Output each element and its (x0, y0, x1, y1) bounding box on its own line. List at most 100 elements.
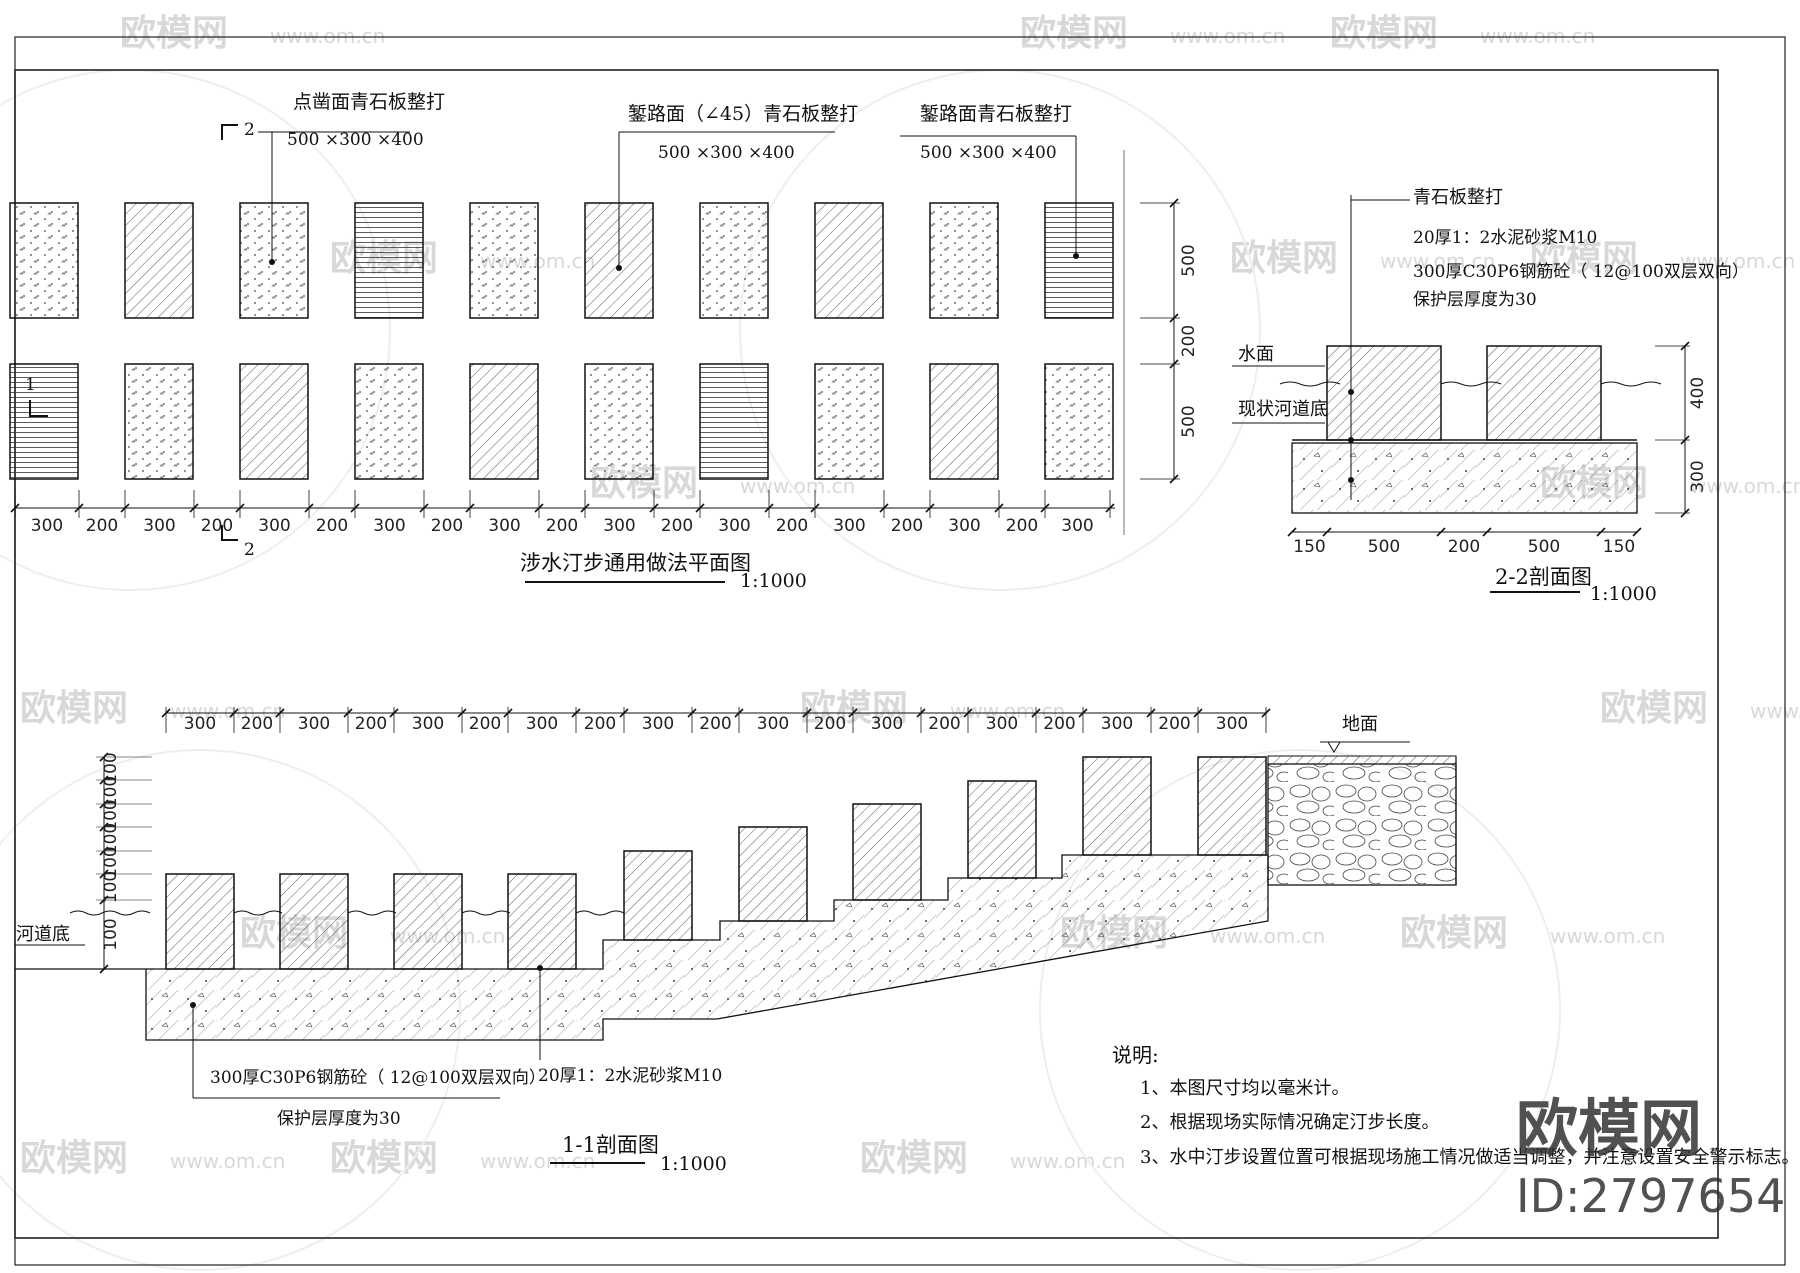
dimension-label: 300 (184, 714, 216, 734)
dimension-label: 300 (1216, 714, 1248, 734)
dimension-label: 150 (1293, 537, 1325, 557)
dimension-label: 300 (488, 516, 520, 536)
s11-scale: 1:1000 (660, 1153, 727, 1175)
paving-stone (1044, 202, 1114, 319)
stepping-stone (1197, 756, 1267, 856)
watermark-site: www.om.cn (1170, 24, 1285, 48)
dimension-label: 300 (871, 714, 903, 734)
paving-stone (124, 363, 194, 480)
s11-title: 1-1剖面图 (562, 1133, 659, 1157)
dimension-label: 100 (101, 776, 121, 808)
s22-bed-label: 现状河道底 (1238, 399, 1328, 420)
section-marker (29, 400, 48, 417)
watermark-brand: 欧模网 (1230, 238, 1338, 279)
inner-frame (14, 69, 1719, 1239)
concrete-base (1291, 442, 1638, 514)
dimension-label: 300 (1061, 516, 1093, 536)
watermark-site: www.om.cn (170, 699, 285, 723)
section-marker (221, 525, 238, 541)
notes-item-2: 2、根据现场实际情况确定汀步长度。 (1140, 1112, 1439, 1133)
paving-stone (469, 202, 539, 319)
section-mark-left: 1 (25, 375, 36, 395)
watermark-site: www.om.cn (1550, 924, 1665, 948)
s11-bed-label: 河道底 (16, 924, 70, 945)
dimension-label: 200 (1158, 714, 1190, 734)
dimension-label: 200 (776, 516, 808, 536)
brand-logo-text: 欧模网 (1516, 1092, 1702, 1165)
dimension-label: 300 (412, 714, 444, 734)
callout-diagonal-name: 錾路面（∠45）青石板整打 (628, 103, 858, 125)
dimension-label: 200 (928, 714, 960, 734)
dimension-label: 300 (833, 516, 865, 536)
dim-tick (1322, 527, 1332, 537)
watermark-brand: 欧模网 (1400, 913, 1508, 954)
watermark-brand: 欧模网 (1600, 688, 1708, 729)
paving-stone (124, 202, 194, 319)
s11-ground-label: 地面 (1342, 714, 1378, 735)
s22-note-cover: 保护层厚度为30 (1413, 290, 1537, 310)
watermark-site: www.om.cn (1680, 249, 1795, 273)
dimension-label: 200 (584, 714, 616, 734)
stepping-stone (1326, 345, 1442, 441)
dimension-label: 200 (891, 516, 923, 536)
stepping-stone (165, 873, 235, 970)
water-surface-wave (69, 910, 625, 916)
dimension-label: 100 (101, 871, 121, 903)
dimension-label: 300 (143, 516, 175, 536)
dimension-label: 300 (298, 714, 330, 734)
paving-stone (584, 363, 654, 480)
stepping-stone (738, 826, 808, 922)
stepping-stone (279, 873, 349, 970)
dimension-label: 200 (241, 714, 273, 734)
notes-item-3: 3、水中汀步设置位置可根据现场施工情况做适当调整，并注意设置安全警示标志。 (1140, 1147, 1799, 1168)
watermark-site: www.om.cn (1380, 249, 1495, 273)
dimension-label: 150 (1603, 537, 1635, 557)
paving-stone (1044, 363, 1114, 480)
ground-marker (1327, 741, 1341, 753)
dimension-label: 200 (1006, 516, 1038, 536)
s11-note-mortar: 20厚1：2水泥砂浆M10 (538, 1066, 722, 1086)
dimension-label: 500 (1528, 537, 1560, 557)
dimension-label: 500 (1179, 405, 1199, 437)
watermark-brand: 欧模网 (120, 13, 228, 54)
bank-gravel (1267, 763, 1457, 886)
dimension-label: 300 (986, 714, 1018, 734)
notes-heading: 说明: (1112, 1043, 1159, 1067)
watermark-arc (1039, 749, 1561, 1271)
dimension-label: 300 (757, 714, 789, 734)
dimension-label: 200 (469, 714, 501, 734)
dimension-label: 100 (101, 846, 121, 878)
dimension-label: 200 (1043, 714, 1075, 734)
dimension-label: 300 (373, 516, 405, 536)
dimension-label: 200 (201, 516, 233, 536)
leader-dot (1073, 253, 1079, 259)
dimension-label: 200 (316, 516, 348, 536)
watermark-site: www.om.cn (270, 24, 385, 48)
dimension-label: 300 (258, 516, 290, 536)
dimension-label: 200 (86, 516, 118, 536)
watermark-site: www.om.cn (1480, 24, 1595, 48)
dimension-label: 300 (718, 516, 750, 536)
leader-dot (1348, 389, 1354, 395)
stepping-stone (1082, 756, 1152, 856)
paving-stone (239, 363, 309, 480)
stepping-stone (623, 850, 693, 941)
callout-diagonal-size: 500 ×300 ×400 (658, 143, 795, 163)
paving-stone (699, 363, 769, 480)
dimension-label: 300 (526, 714, 558, 734)
plan-title: 涉水汀步通用做法平面图 (520, 551, 751, 575)
dimension-label: 200 (355, 714, 387, 734)
paving-stone (9, 363, 79, 480)
dimension-label: 200 (661, 516, 693, 536)
callout-dotted-size: 500 ×300 ×400 (287, 130, 424, 150)
section-mark-bottom: 2 (244, 540, 255, 560)
stepping-stone (967, 780, 1037, 879)
watermark-brand: 欧模网 (800, 688, 908, 729)
stepping-stone (1486, 345, 1602, 441)
water-surface-wave (1279, 381, 1662, 387)
watermark-brand: 欧模网 (1020, 13, 1128, 54)
section-marker (221, 124, 238, 140)
paving-stone (354, 363, 424, 480)
